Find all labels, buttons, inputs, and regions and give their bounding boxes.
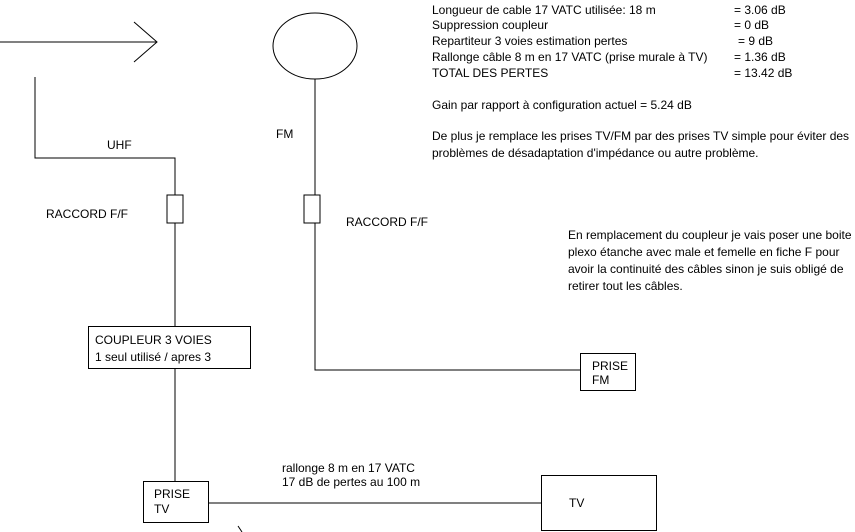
raccord-left-label: RACCORD F/F	[46, 207, 128, 221]
loss-row-label: Repartiteur 3 voies estimation pertes	[432, 34, 628, 48]
note-sockets: De plus je remplace les prises TV/FM par…	[432, 129, 850, 160]
loss-row-value: = 9 dB	[738, 34, 774, 48]
gain-text: Gain par rapport à configuration actuel …	[432, 98, 692, 112]
loss-row-label: Longueur de cable 17 VATC utilisée: 18 m	[432, 3, 656, 17]
uhf-cable	[34, 77, 176, 326]
loss-row-value: = 0 dB	[734, 18, 770, 32]
loss-row-value: = 1.36 dB	[734, 50, 786, 64]
note-coupler: En remplacement du coupleur je vais pose…	[568, 228, 852, 293]
coupleur-title: COUPLEUR 3 VOIES	[95, 333, 212, 347]
prise-fm-line1: PRISE	[592, 359, 629, 373]
loss-row-label: Suppression coupleur	[432, 18, 549, 32]
raccord-connector-right	[303, 194, 321, 224]
loss-total-value: = 13.42 dB	[734, 66, 793, 80]
loss-total-label: TOTAL DES PERTES	[432, 66, 549, 80]
prise-tv-box: PRISE TV	[143, 481, 209, 523]
coupleur-subtitle: 1 seul utilisé / apres 3	[95, 350, 212, 364]
fm-cable	[314, 79, 580, 371]
stray-mark	[237, 525, 243, 532]
tv-label: TV	[569, 496, 585, 510]
prise-fm-line2: FM	[592, 373, 610, 387]
uhf-label: UHF	[107, 138, 132, 152]
cable-annotation-line1: rallonge 8 m en 17 VATC	[282, 461, 415, 475]
coupleur-box: COUPLEUR 3 VOIES 1 seul utilisé / apres …	[88, 326, 251, 369]
fm-label: FM	[276, 127, 294, 141]
prise-tv-line2: TV	[154, 502, 170, 516]
uhf-antenna-arrow-head	[133, 21, 158, 63]
loss-row-label: Rallonge câble 8 m en 17 VATC (prise mur…	[432, 50, 708, 64]
cable-annotation-line2: 17 dB de pertes au 100 m	[282, 475, 421, 489]
raccord-right-label: RACCORD F/F	[346, 215, 428, 229]
prise-tv-line1: PRISE	[154, 487, 191, 501]
tv-box: TV	[541, 475, 657, 531]
prise-fm-box: PRISE FM	[580, 353, 636, 391]
fm-antenna-icon	[272, 12, 358, 80]
raccord-connector-left	[166, 194, 184, 224]
loss-row-value: = 3.06 dB	[734, 3, 786, 17]
